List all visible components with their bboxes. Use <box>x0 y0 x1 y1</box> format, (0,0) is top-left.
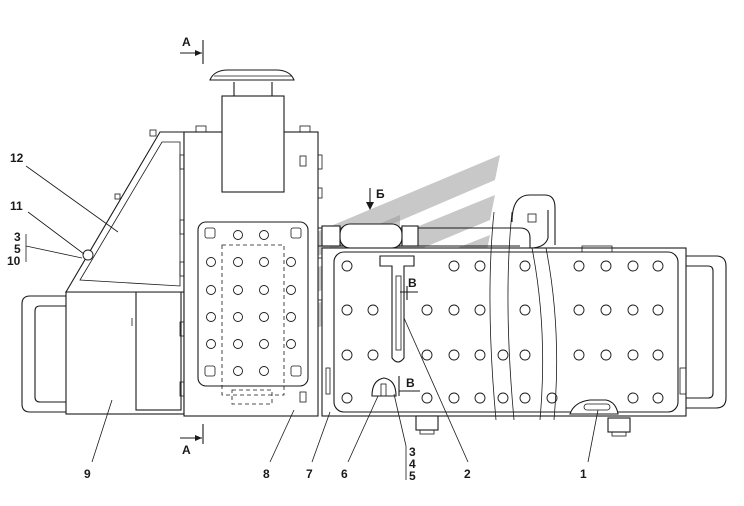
left-box-9 <box>21 285 185 415</box>
callout-11-label: 11 <box>10 199 23 213</box>
callout-11: 11 <box>10 199 85 255</box>
callout-group-left-a: 3 <box>14 230 21 244</box>
right-box <box>317 211 727 437</box>
callout-6-label: 6 <box>341 467 348 481</box>
callout-1: 1 <box>580 409 599 481</box>
section-a-top: А <box>180 35 204 64</box>
callout-group-bottom-b: 4 <box>409 457 416 471</box>
section-v-bottom: В <box>398 376 420 396</box>
callout-group-bottom-a: 3 <box>409 445 416 459</box>
callout-7: 7 <box>306 411 331 481</box>
callout-8-label: 8 <box>263 467 270 481</box>
hole-grid <box>341 260 664 404</box>
callout-12: 12 <box>10 151 119 233</box>
section-a-bottom: А <box>180 424 204 457</box>
section-a-top-label: А <box>182 35 191 49</box>
callout-8: 8 <box>263 409 295 481</box>
section-v-top: В <box>400 276 418 300</box>
section-v-top-label: В <box>408 276 417 290</box>
callout-12-label: 12 <box>10 151 24 165</box>
callout-9: 9 <box>84 399 113 481</box>
callout-1-label: 1 <box>580 467 587 481</box>
callout-6: 6 <box>341 395 379 481</box>
callout-group-bottom-c: 5 <box>409 469 416 483</box>
section-b-label: Б <box>376 187 385 201</box>
top-pipe <box>318 194 556 249</box>
callout-7-label: 7 <box>306 467 313 481</box>
callout-group-left-b: 5 <box>14 242 21 256</box>
callout-2: 2 <box>403 317 471 481</box>
section-a-bottom-label: А <box>182 443 191 457</box>
section-b: Б <box>366 187 385 210</box>
callout-group-left: 3 5 10 <box>7 230 83 268</box>
callout-9-label: 9 <box>84 467 91 481</box>
slanted-cover-12 <box>65 129 185 293</box>
central-box-8 <box>179 69 323 417</box>
callout-group-bottom: 3 4 5 <box>393 393 416 483</box>
callout-group-left-c: 10 <box>7 254 21 268</box>
section-v-bottom-label: В <box>406 376 415 390</box>
callout-2-label: 2 <box>464 467 471 481</box>
